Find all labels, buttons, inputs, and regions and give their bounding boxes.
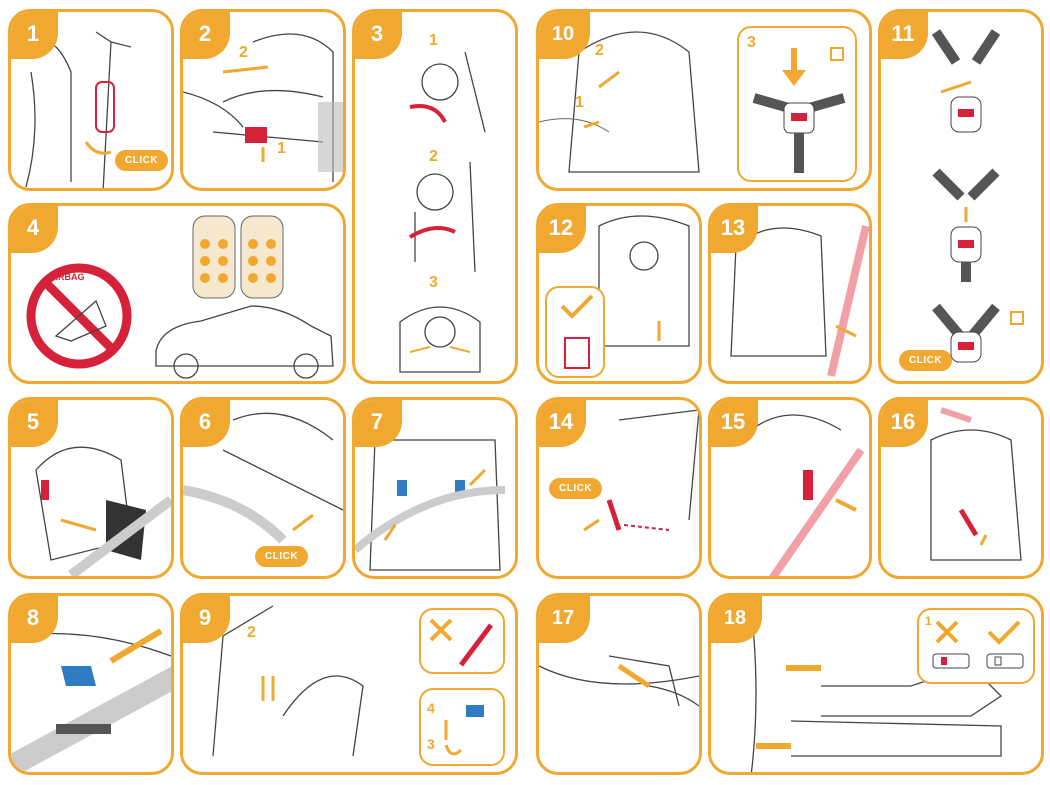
lock-icon: [1010, 311, 1024, 325]
step-number: 13: [711, 206, 758, 253]
belt-guide-illustration: [355, 439, 506, 571]
step-number: 14: [539, 400, 586, 447]
step-8-panel: 8: [8, 593, 174, 775]
step-9-panel: 9 2 4 3: [180, 593, 518, 775]
click-badge: CLICK: [899, 350, 953, 371]
harness-tighten-illustration: [598, 215, 690, 347]
step-1-panel: 1 CLICK: [8, 9, 174, 191]
step-number: 10: [539, 12, 590, 59]
buckle-insert-illustration: [931, 29, 1024, 363]
airbag-warning-illustration: [26, 215, 334, 379]
lever-icon: [245, 127, 267, 143]
step-number: 15: [711, 400, 758, 447]
step-number: 5: [11, 400, 58, 447]
sub-step-label: 2: [429, 148, 438, 165]
seat-recline-illustration: [183, 33, 343, 182]
isofix-connect-illustration: [583, 409, 699, 532]
step-7-panel: 7: [352, 397, 518, 579]
unlock-icon: [830, 47, 844, 61]
belt-adjust-illustration: [750, 414, 865, 576]
step-12-panel: 12: [536, 203, 702, 384]
checkmark-icon: [560, 294, 594, 369]
sub-step-label: 3: [429, 274, 438, 291]
step-number: 16: [881, 400, 928, 447]
airbag-label: AIRBAG: [49, 272, 85, 282]
step-2-panel: 2 2 1: [180, 9, 346, 191]
sub-step-label: 1: [429, 32, 438, 49]
correct-fit-panel: [545, 286, 605, 378]
click-badge: CLICK: [549, 478, 603, 499]
step-4-panel: 4 AIRBAG: [8, 203, 346, 384]
step-10-panel: 10 2 1 3: [536, 9, 872, 191]
step-15-panel: 15: [708, 397, 872, 579]
shoulder-belt-clip-illustration: [11, 628, 171, 772]
base-release-illustration: [539, 655, 699, 707]
sub-step-label: 3: [747, 34, 756, 51]
step-number: 8: [11, 596, 58, 643]
sub-step-label: 1: [925, 614, 932, 628]
step-6-panel: 6 CLICK: [180, 397, 346, 579]
step-number: 1: [11, 12, 58, 59]
sub-step-label: 1: [575, 94, 584, 111]
harness-release-illustration: [539, 31, 700, 173]
checkmark-icon: [987, 620, 1021, 645]
step-number: 6: [183, 400, 230, 447]
step-3-panel: 3 1 2 3: [352, 9, 518, 384]
double-arrow-icon: [222, 65, 269, 74]
step-number: 12: [539, 206, 586, 253]
indicator-icons: [932, 620, 1024, 669]
step-number: 18: [711, 596, 762, 643]
harness-height-illustration: [399, 51, 486, 373]
step-number: 7: [355, 400, 402, 447]
curved-arrow-icon: [84, 141, 112, 155]
step-18-panel: 18 1: [708, 593, 1044, 775]
step-number: 2: [183, 12, 230, 59]
rotate-arrow-icon: [444, 705, 484, 756]
indicator-check-panel: 1: [917, 608, 1035, 684]
sub-step-label: 2: [247, 624, 256, 641]
sub-step-label: 3: [427, 736, 435, 752]
sub-step-label: 4: [427, 700, 435, 716]
seat-final-illustration: [930, 407, 1022, 561]
belt-routing-illustration: [183, 412, 343, 544]
step-11-panel: 11 CLICK: [878, 9, 1044, 384]
step-number: 4: [11, 206, 58, 253]
step-17-panel: 17: [536, 593, 702, 775]
step-16-panel: 16: [878, 397, 1044, 579]
no-airbag-icon: [26, 263, 132, 369]
step-number: 11: [881, 12, 928, 59]
step-number: 9: [183, 596, 230, 643]
incorrect-example-panel: [419, 608, 505, 674]
buckle-release-panel: 3: [737, 26, 857, 182]
step-5-panel: 5: [8, 397, 174, 579]
click-badge: CLICK: [115, 150, 169, 171]
belt-tension-illustration: [212, 605, 364, 757]
sub-step-label: 2: [239, 44, 248, 61]
sub-step-label: 1: [277, 140, 286, 157]
step-number: 3: [355, 12, 402, 59]
step-13-panel: 13: [708, 203, 872, 384]
step-14-panel: 14 CLICK: [536, 397, 702, 579]
wrong-icon: [429, 618, 493, 667]
step-number: 17: [539, 596, 590, 643]
sub-step-label: 2: [595, 42, 604, 59]
click-badge: CLICK: [255, 546, 309, 567]
adjust-example-panel: 4 3: [419, 688, 505, 766]
isofix-seat-illustration: [35, 446, 171, 576]
car-icon: [155, 305, 334, 367]
buckle-release-icon: [752, 47, 846, 173]
